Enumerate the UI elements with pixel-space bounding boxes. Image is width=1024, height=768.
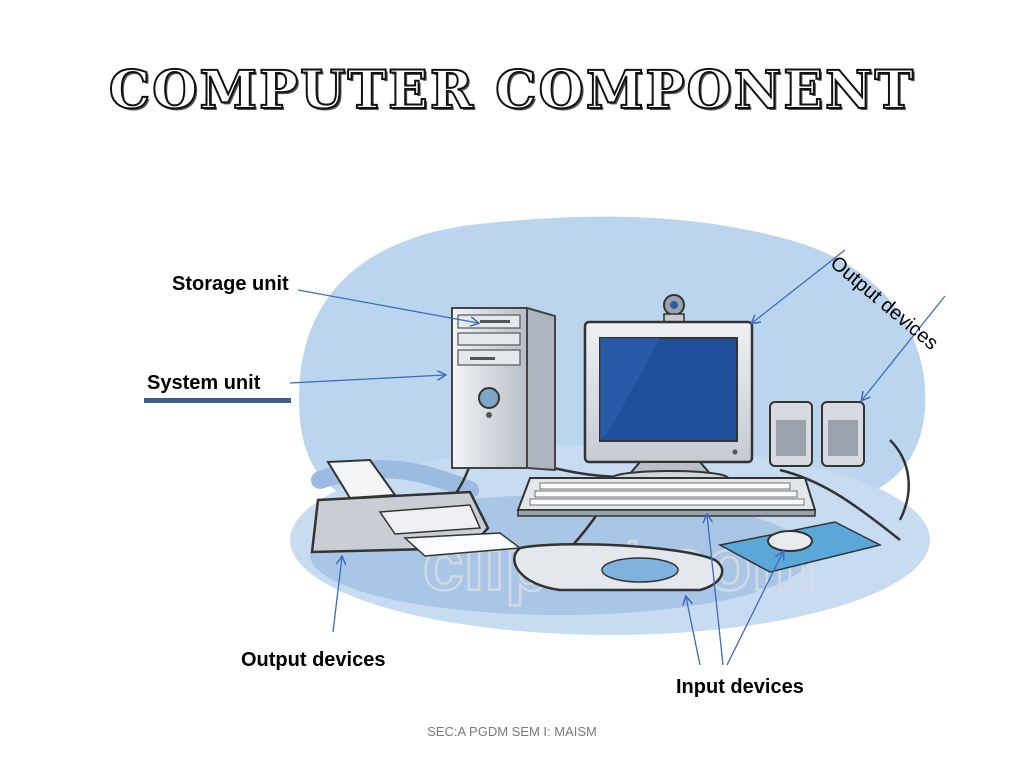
keyboard bbox=[516, 477, 817, 517]
arrow-input-mouse bbox=[726, 552, 783, 666]
mouse bbox=[717, 521, 883, 573]
arrow-output-monitor bbox=[752, 249, 846, 323]
label-storage-unit: Storage unit bbox=[172, 273, 289, 295]
label-output-devices-bottom: Output devices bbox=[241, 649, 386, 671]
monitor bbox=[583, 320, 754, 486]
system-unit-underline bbox=[144, 398, 291, 403]
arrow-output-printer bbox=[332, 557, 342, 633]
touchpad bbox=[513, 542, 724, 592]
webcam bbox=[663, 294, 685, 323]
arrow-input-touchpad bbox=[686, 597, 701, 666]
printer bbox=[310, 458, 523, 557]
arrow-output-speakers bbox=[862, 295, 946, 400]
arrow-storage-unit bbox=[297, 289, 478, 323]
system-unit-tower bbox=[451, 306, 556, 472]
slide-title: COMPUTER COMPONENT bbox=[108, 59, 916, 122]
arrow-system-unit bbox=[289, 375, 445, 384]
slide-footer: SEC:A PGDM SEM I: MAISM bbox=[427, 724, 597, 739]
label-arrows bbox=[289, 249, 946, 666]
label-system-unit: System unit bbox=[147, 372, 261, 394]
arrow-input-keyboard bbox=[707, 515, 724, 666]
label-input-devices: Input devices bbox=[676, 676, 804, 698]
speakers bbox=[769, 401, 865, 467]
